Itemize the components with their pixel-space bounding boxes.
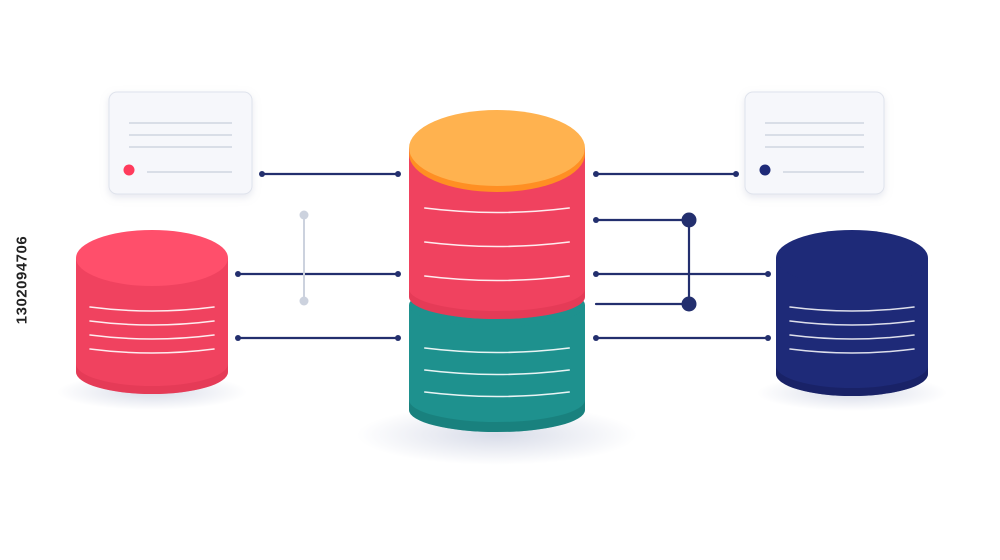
cylinder-top xyxy=(409,110,585,186)
connector-dot xyxy=(395,271,401,277)
connector-dot xyxy=(765,271,771,277)
connector-dot xyxy=(235,335,241,341)
connector-dot xyxy=(593,217,599,223)
connectors xyxy=(235,168,771,341)
connector-dot xyxy=(395,335,401,341)
stripe-line xyxy=(89,306,215,312)
cylinder-body xyxy=(409,148,585,319)
cylinder-top xyxy=(776,230,928,286)
connector-dot xyxy=(593,271,599,277)
connector-dot xyxy=(235,271,241,277)
connector-dot xyxy=(593,335,599,341)
central-database-top xyxy=(409,110,585,319)
stripe-line xyxy=(789,334,915,340)
cylinder-bottom-shade xyxy=(76,364,228,394)
connector-dot xyxy=(395,171,401,177)
stripe-line xyxy=(424,207,570,214)
connector-dot xyxy=(733,171,739,177)
right-info-card xyxy=(744,91,885,195)
connector-dot xyxy=(259,171,265,177)
stripe-line xyxy=(89,320,215,326)
stripe-line xyxy=(424,347,570,354)
connector-dot xyxy=(765,335,771,341)
stripe-line xyxy=(89,348,215,354)
cylinder-body xyxy=(776,258,928,396)
cylinder-top xyxy=(76,230,228,286)
card-panel xyxy=(744,91,885,195)
card-status-dot xyxy=(759,164,771,176)
card-status-dot xyxy=(123,164,135,176)
connector-node xyxy=(681,212,697,228)
cylinder-body xyxy=(76,258,228,394)
right-database xyxy=(776,230,928,396)
stripe-line xyxy=(424,369,570,376)
cylinder-bottom-shade xyxy=(409,400,585,432)
cylinder-body xyxy=(409,305,585,432)
stock-id-text: 1302094706 xyxy=(13,235,31,325)
stripe-line xyxy=(424,275,570,282)
cylinder-bottom-shade xyxy=(776,366,928,396)
card-panel xyxy=(108,91,253,195)
cylinder-bottom-shade xyxy=(409,289,585,319)
stripe-line xyxy=(789,320,915,326)
stripe-line xyxy=(789,348,915,354)
connector-node xyxy=(299,210,309,220)
left-info-card xyxy=(108,91,253,195)
left-database xyxy=(76,230,228,394)
connector-node xyxy=(299,296,309,306)
stripe-line xyxy=(424,391,570,398)
connector-dot xyxy=(593,171,599,177)
stripe-line xyxy=(89,334,215,340)
stripe-line xyxy=(424,241,570,248)
stripe-line xyxy=(789,306,915,312)
